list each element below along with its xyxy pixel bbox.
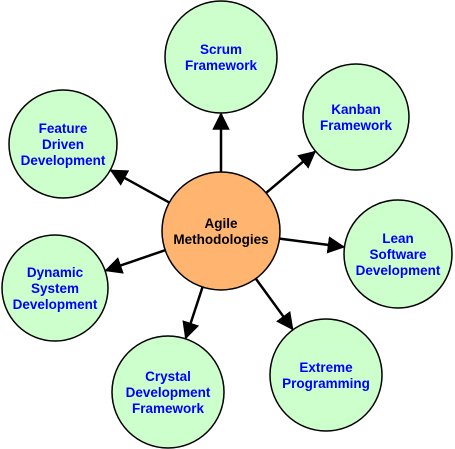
center-circle (161, 171, 281, 291)
label-line: Crystal (145, 369, 191, 384)
arrow-to-crystal (182, 286, 204, 340)
label-line: Software (369, 247, 427, 262)
label-line: Framework (185, 58, 258, 73)
label-line: Scrum (200, 42, 242, 57)
node-circle (269, 318, 383, 432)
node-circle (302, 63, 410, 171)
label-line: Development (126, 385, 211, 400)
label-line: Dynamic (27, 265, 84, 280)
arrow-to-dynamic (104, 248, 166, 274)
label-line: Development (21, 153, 106, 168)
label-line: Extreme (299, 360, 353, 375)
node-circle (343, 199, 453, 309)
arrow-to-kanban (265, 150, 317, 194)
node-circle (164, 0, 278, 114)
label-line: System (31, 281, 79, 296)
label-line: Lean (382, 231, 414, 246)
label-line: Framework (132, 401, 205, 416)
label-line: Agile (204, 216, 237, 231)
label-line: Feature (39, 121, 88, 136)
label-line: Kanban (331, 102, 381, 117)
arrow-to-extreme (254, 277, 294, 331)
label-line: Methodologies (173, 232, 268, 247)
label-line: Driven (42, 137, 84, 152)
label-line: Development (13, 297, 98, 312)
connector-arrows (104, 112, 346, 340)
arrow-to-lean (279, 236, 346, 254)
node-circle (8, 89, 118, 199)
label-line: Framework (320, 118, 393, 133)
label-line: Development (356, 263, 441, 278)
arrow-to-feature (109, 169, 170, 204)
label-line: Programming (282, 376, 370, 391)
node-circle (1, 234, 109, 342)
node-circle (111, 335, 225, 449)
